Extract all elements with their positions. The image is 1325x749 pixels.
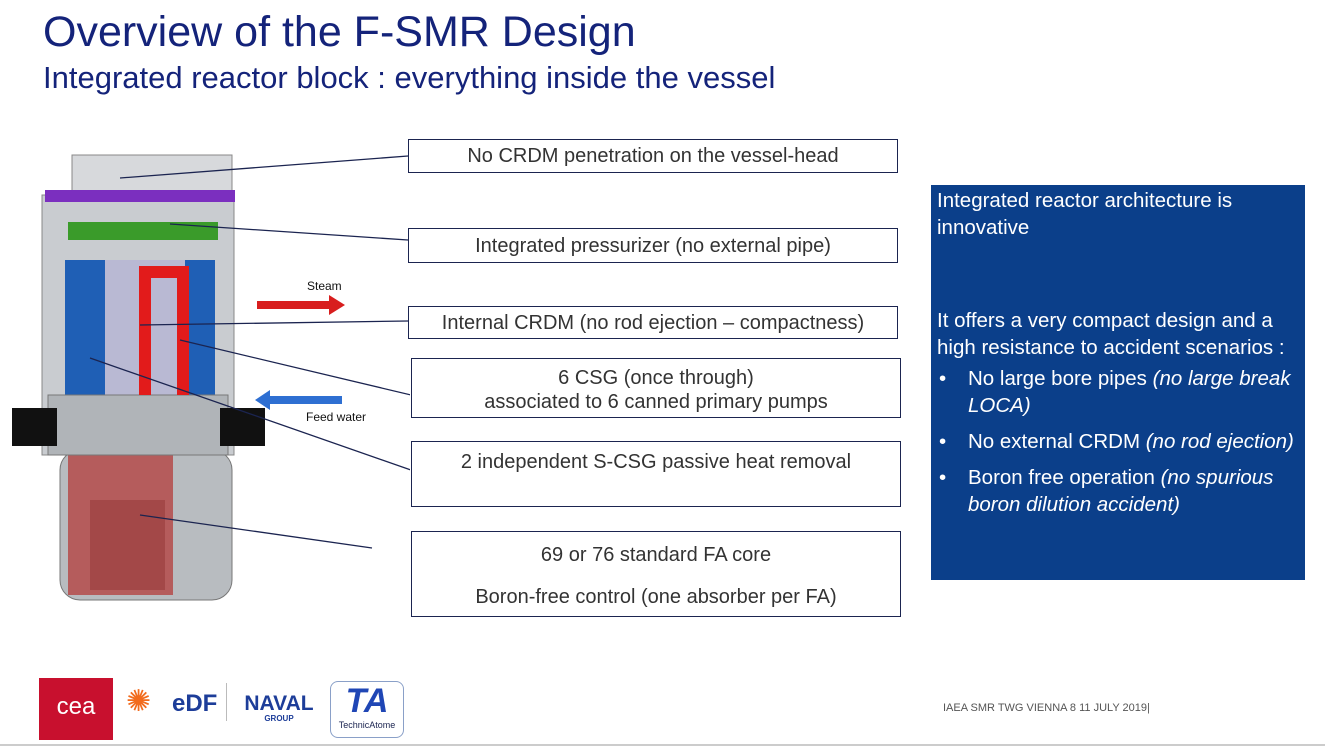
bullet-item: No external CRDM (no rod ejection)	[937, 428, 1299, 455]
bullet-note: (no large break LOCA)	[968, 367, 1291, 417]
edf-logo: ✺ eDF	[126, 684, 226, 724]
bullet-item: Boron free operation (no spurious boron …	[937, 464, 1299, 518]
callout-text: associated to 6 canned primary pumps	[484, 391, 828, 413]
group-text: GROUP	[264, 714, 294, 723]
panel-heading: Integrated reactor architecture is innov…	[937, 189, 1233, 239]
edf-flower-icon: ✺	[126, 685, 152, 718]
callout-text: 6 CSG (once through)	[558, 367, 754, 389]
cea-logo: cea	[39, 678, 113, 740]
callout-internal-crdm: Internal CRDM (no rod ejection – compact…	[408, 306, 898, 339]
leader-lines	[89, 155, 410, 549]
callout-csg: 6 CSG (once through)associated to 6 cann…	[411, 358, 901, 418]
footer-text: IAEA SMR TWG VIENNA 8 11 JULY 2019|	[943, 702, 1150, 714]
key-points-panel: Integrated reactor architecture is innov…	[931, 185, 1305, 580]
steam-label: Steam	[307, 279, 342, 293]
bullet-text: No external CRDM	[968, 430, 1146, 453]
technicatome-text: TechnicAtome	[338, 720, 396, 730]
reactor-vessel	[12, 154, 265, 601]
bullet-text: No large bore pipes	[968, 367, 1153, 390]
ta-text: TA	[345, 682, 389, 720]
callout-pressurizer: Integrated pressurizer (no external pipe…	[408, 228, 898, 263]
callout-text: Boron-free control (one absorber per FA)	[475, 586, 837, 608]
bullet-note: (no spurious boron dilution accident)	[968, 466, 1274, 516]
bullet-text: Boron free operation	[968, 466, 1161, 489]
slide-subtitle: Integrated reactor block : everything in…	[43, 60, 776, 95]
callout-text: Internal CRDM (no rod ejection – compact…	[441, 312, 865, 334]
bullet-item: No large bore pipes (no large break LOCA…	[937, 365, 1299, 419]
reactor-diagram	[12, 154, 410, 601]
callout-scsg: 2 independent S-CSG passive heat removal	[411, 441, 901, 507]
steam-arrow	[257, 295, 345, 315]
slide-title: Overview of the F-SMR Design	[43, 8, 636, 56]
edf-text: eDF	[172, 690, 218, 717]
callout-text: No CRDM penetration on the vessel-head	[467, 145, 839, 167]
bullet-note: (no rod ejection)	[1145, 430, 1294, 453]
naval-text: NAVAL	[244, 692, 314, 715]
technicatome-logo: TA TechnicAtome	[330, 681, 404, 738]
feedwater-label: Feed water	[306, 410, 367, 424]
panel-intro: It offers a very compact design and a hi…	[937, 309, 1285, 359]
callout-text: Integrated pressurizer (no external pipe…	[475, 235, 831, 257]
callout-text: 69 or 76 standard FA core	[540, 544, 772, 566]
feedwater-arrow	[255, 390, 342, 410]
logo-divider	[226, 683, 227, 721]
bottom-divider	[0, 744, 1325, 746]
callout-text: 2 independent S-CSG passive heat removal	[460, 451, 852, 473]
callout-vessel-head: No CRDM penetration on the vessel-head	[408, 139, 898, 173]
naval-group-logo: NAVAL GROUP	[233, 692, 325, 723]
